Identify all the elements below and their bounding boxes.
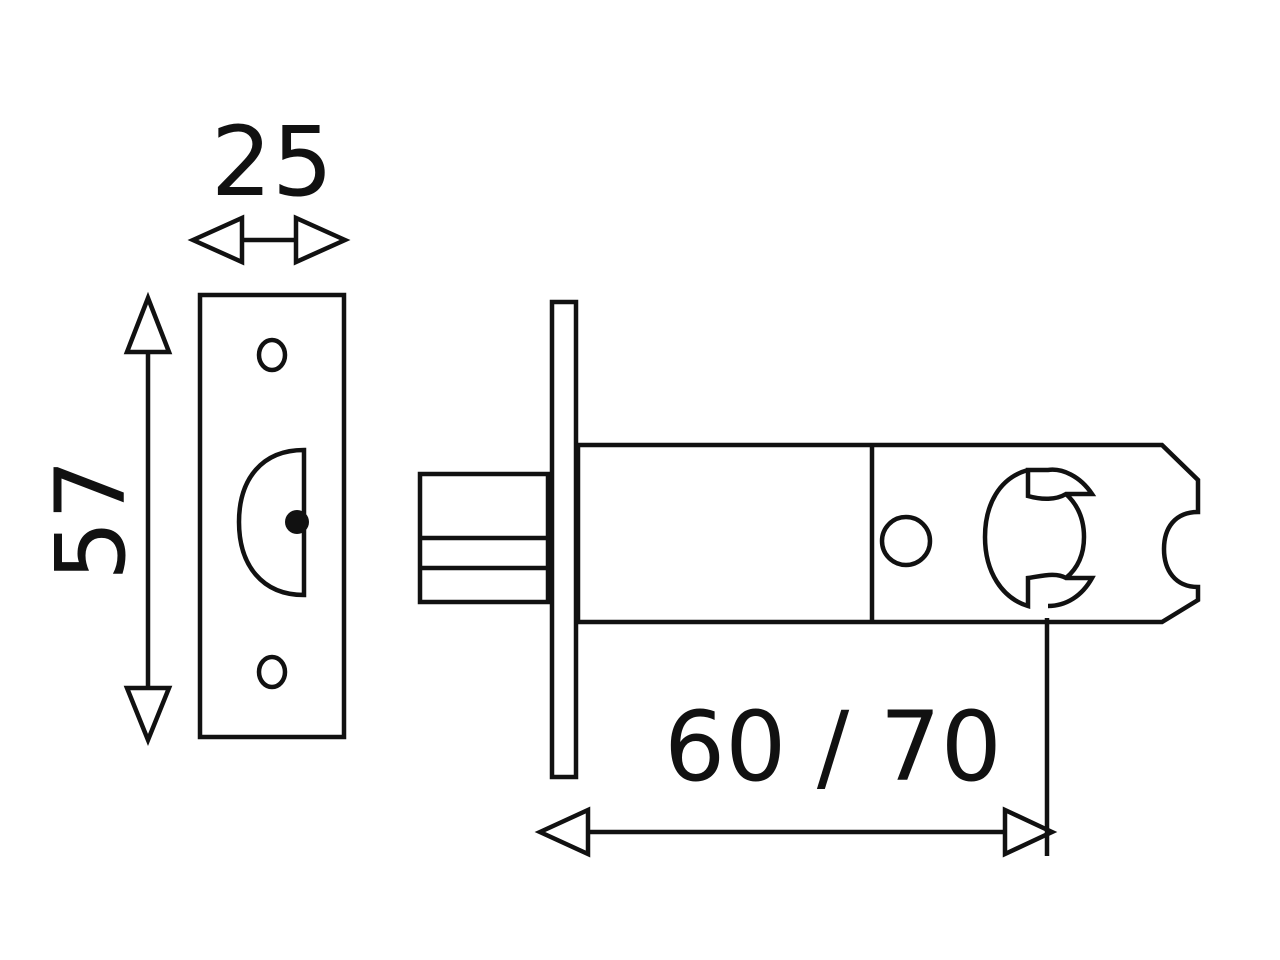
dimension-backset-arrow: [534, 618, 1058, 858]
case-hole: [879, 514, 933, 568]
latch-opening: [236, 447, 307, 598]
dimension-backset-label: 60 / 70: [664, 691, 1002, 803]
dimension-width-arrow: [187, 214, 351, 266]
front-plate-side: [549, 299, 579, 780]
faceplate-front-view: [197, 292, 347, 740]
dimension-width-label: 25: [211, 106, 333, 218]
spindle-follower: [982, 467, 1097, 610]
faceplate-outline: [197, 292, 347, 740]
screw-hole-top: [256, 337, 288, 373]
latch-pivot-dot: [285, 510, 309, 534]
dimension-height-arrow: [123, 291, 173, 747]
latch-case: [575, 442, 1201, 625]
dimension-height-label: 57: [35, 459, 147, 581]
screw-hole-bottom: [256, 654, 288, 690]
latch-side-view: [417, 299, 1201, 780]
